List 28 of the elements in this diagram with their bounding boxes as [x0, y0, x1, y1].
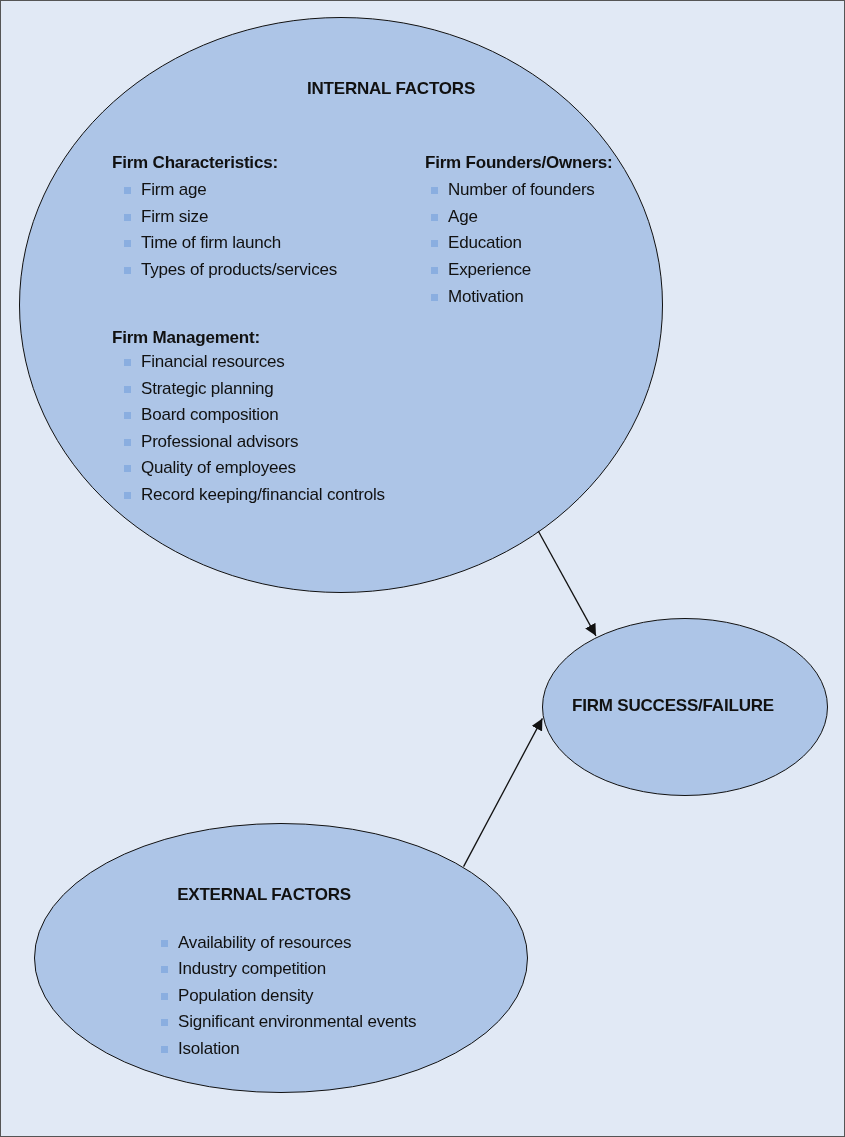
section-heading: Firm Founders/Owners: [425, 153, 613, 173]
arrow [537, 530, 597, 637]
list-item: Availability of resources [155, 933, 352, 953]
list-item: Isolation [155, 1039, 240, 1059]
list-item: Population density [155, 986, 314, 1006]
list-item: Types of products/services [118, 260, 338, 280]
list-item: Significant environmental events [155, 1012, 417, 1032]
list-item: Time of firm launch [118, 233, 282, 253]
arrow [462, 717, 544, 868]
heading: EXTERNAL FACTORS [177, 885, 351, 905]
list-item: Age [425, 207, 478, 227]
list-item: Experience [425, 260, 532, 280]
list-item: Financial resources [118, 352, 285, 372]
list-item: Professional advisors [118, 432, 299, 452]
list-item: Board composition [118, 405, 279, 425]
list-item: Firm age [118, 180, 207, 200]
list-item: Education [425, 233, 522, 253]
list-item: Firm size [118, 207, 209, 227]
list-item: Strategic planning [118, 379, 274, 399]
heading: FIRM SUCCESS/FAILURE [572, 696, 774, 716]
list-item: Quality of employees [118, 458, 296, 478]
list-item: Record keeping/financial controls [118, 485, 385, 505]
list-item: Industry competition [155, 959, 327, 979]
list-item: Number of founders [425, 180, 595, 200]
heading: INTERNAL FACTORS [306, 79, 476, 99]
list-item: Motivation [425, 287, 524, 307]
section-heading: Firm Management: [112, 328, 260, 348]
section-heading: Firm Characteristics: [112, 153, 278, 173]
